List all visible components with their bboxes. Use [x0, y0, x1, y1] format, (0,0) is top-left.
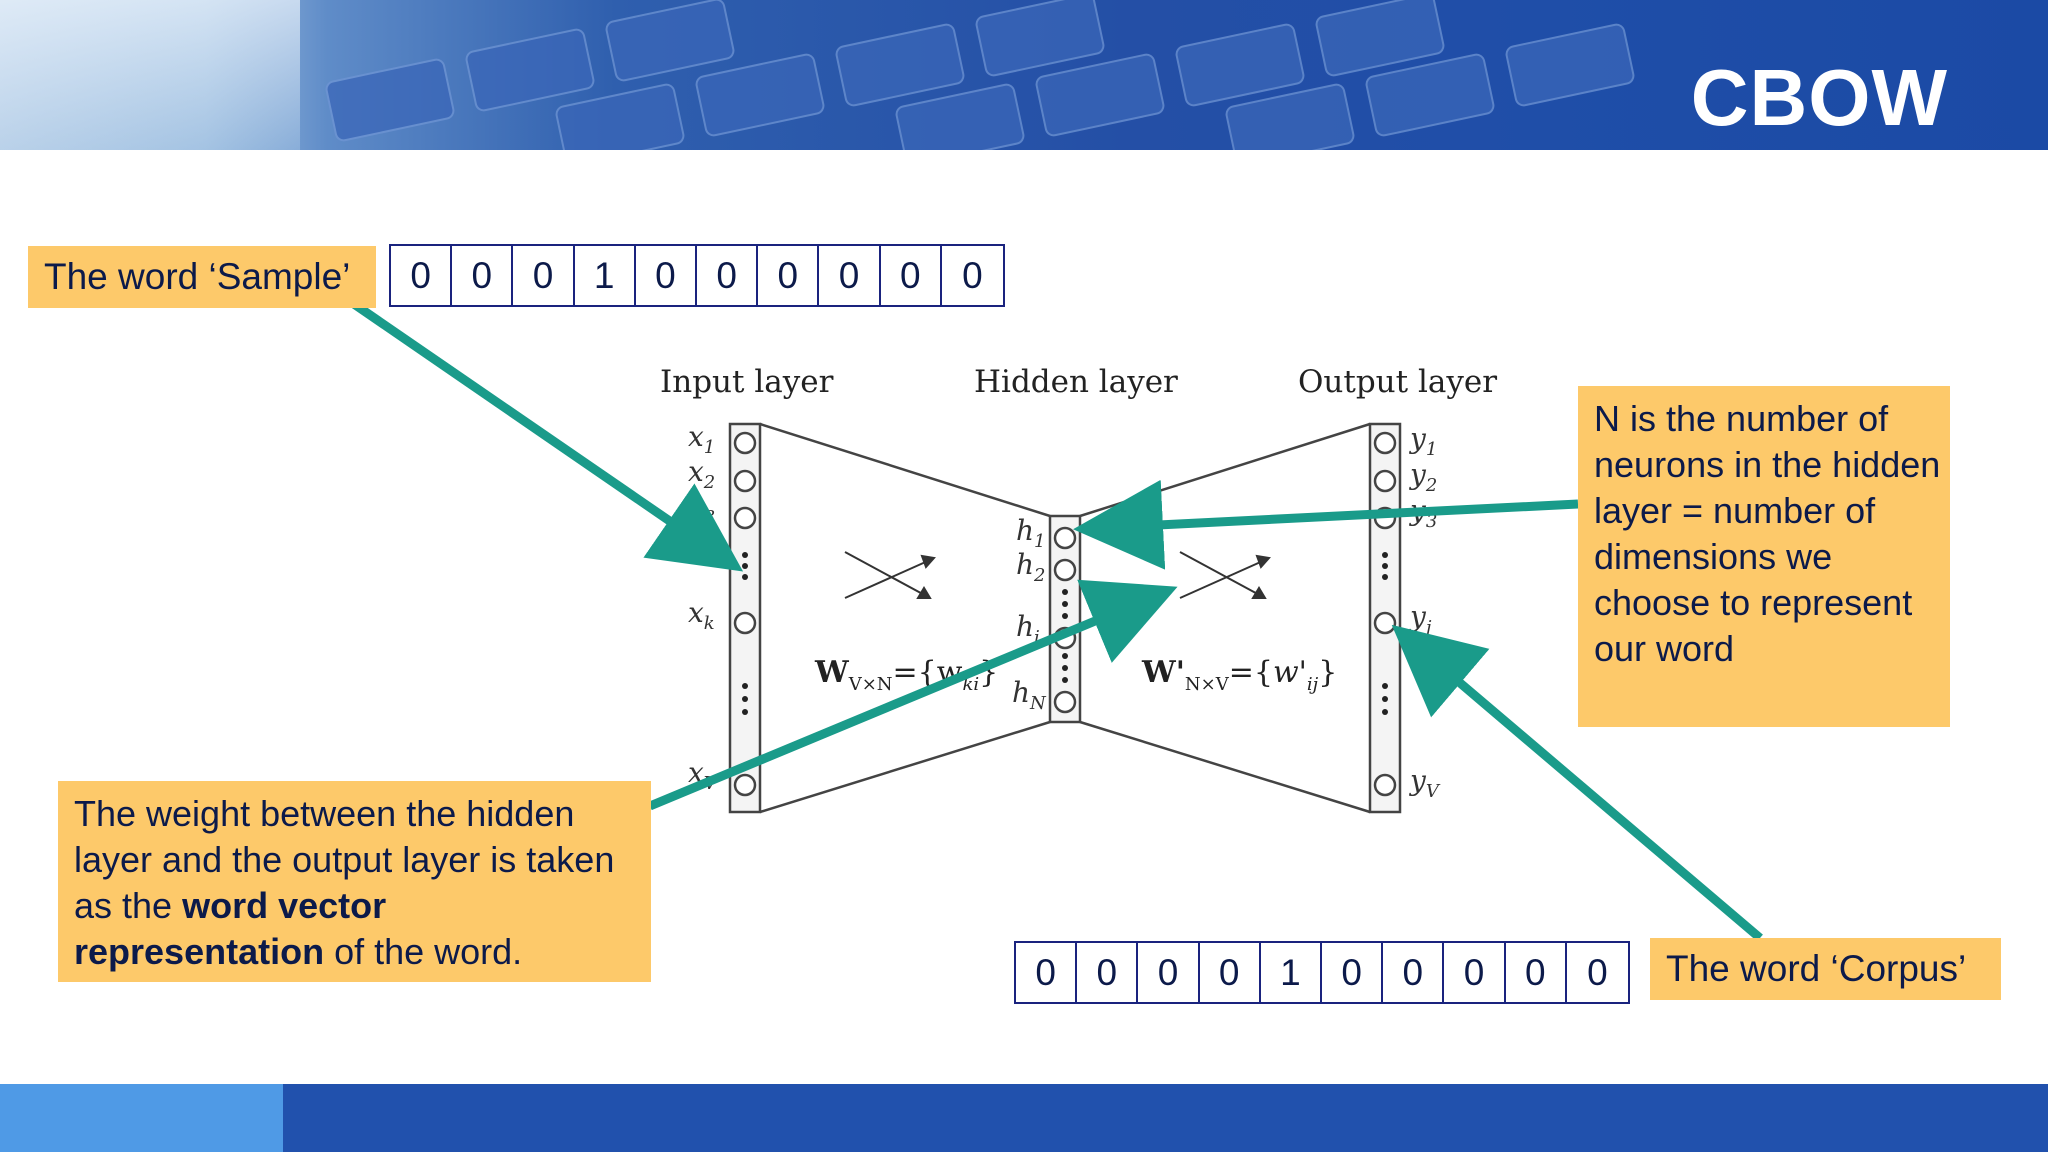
arrow-corpus-to-output — [1391, 624, 1763, 942]
sample-word-label: The word ‘Sample’ — [28, 246, 376, 308]
vector-cell: 0 — [1200, 943, 1261, 1002]
svg-text:xk: xk — [688, 596, 715, 634]
vector-cell: 0 — [1506, 943, 1567, 1002]
svg-text:yV: yV — [1408, 764, 1441, 802]
corpus-word-label: The word ‘Corpus’ — [1650, 938, 2001, 1000]
vector-cell: 0 — [1383, 943, 1445, 1002]
banner-fade — [0, 0, 300, 150]
hidden-layer-label: Hidden layer — [974, 364, 1178, 400]
vector-cell: 0 — [1587, 952, 1608, 993]
vector-cell: 0 — [819, 246, 881, 305]
vector-cell: 0 — [1444, 943, 1506, 1002]
weight-note-tail: of the word. — [324, 931, 523, 972]
slide-title: CBOW — [1690, 53, 1948, 142]
vector-cell: 0 — [1322, 943, 1384, 1002]
vector-cell: 0 — [391, 246, 453, 305]
svg-text:y1: y1 — [1408, 422, 1437, 460]
vector-cell: 0 — [962, 255, 983, 296]
output-variable-labels: y1 y2 y3 yj yV — [1408, 422, 1441, 802]
footer-accent — [0, 1084, 283, 1152]
vector-cell: 0 — [1077, 943, 1139, 1002]
header-banner: CBOW — [0, 0, 2048, 150]
vector-cell: 0 — [636, 246, 698, 305]
svg-text:h2: h2 — [1016, 548, 1046, 586]
input-layer-label: Input layer — [660, 364, 834, 400]
weight-note-emphasis: word vector representation — [74, 885, 387, 972]
weight-vector-note: The weight between the hidden layer and … — [58, 781, 651, 982]
svg-text:hN: hN — [1012, 676, 1047, 714]
corpus-one-hot-vector: 0 0 0 0 1 0 0 0 0 0 — [1014, 941, 1630, 1004]
svg-text:y2: y2 — [1408, 458, 1437, 496]
svg-text:h1: h1 — [1016, 514, 1046, 552]
footer-bar — [0, 1084, 2048, 1152]
vector-cell: 1 — [1261, 943, 1323, 1002]
keyboard-photo — [325, 0, 1635, 150]
svg-text:x2: x2 — [688, 455, 715, 493]
svg-text:hi: hi — [1016, 610, 1040, 648]
vector-cell: 0 — [452, 246, 514, 305]
vector-cell: 1 — [575, 246, 636, 305]
arrow-n-to-hidden — [1073, 479, 1579, 570]
hidden-neurons-note: N is the number of neurons in the hidden… — [1578, 386, 1950, 727]
vector-cell: 0 — [1138, 943, 1200, 1002]
svg-text:x3: x3 — [688, 490, 715, 528]
vector-cell: 0 — [513, 246, 575, 305]
output-layer-label: Output layer — [1298, 364, 1497, 400]
arrow-weight-to-output-matrix — [648, 579, 1178, 811]
hidden-layer — [1048, 422, 1371, 814]
svg-text:x1: x1 — [688, 420, 715, 458]
vector-cell: 0 — [697, 246, 759, 305]
svg-text:yj: yj — [1408, 600, 1432, 638]
hidden-variable-labels: h1 h2 hi hN — [1012, 514, 1047, 714]
vector-cell: 0 — [1016, 943, 1078, 1002]
vector-cell: 0 — [881, 246, 942, 305]
fully-connected-icon — [844, 551, 1271, 599]
input-variable-labels: x1 x2 x3 xk xV — [688, 420, 719, 794]
output-layer — [1368, 422, 1402, 814]
weight-note-text: The weight between the hidden layer and … — [74, 793, 615, 926]
arrow-sample-to-input — [351, 300, 744, 572]
output-weight-label: W'N×V={w'ij} — [1141, 655, 1337, 695]
vector-cell: 0 — [758, 246, 820, 305]
sample-one-hot-vector: 0 0 0 1 0 0 0 0 0 0 — [389, 244, 1005, 307]
